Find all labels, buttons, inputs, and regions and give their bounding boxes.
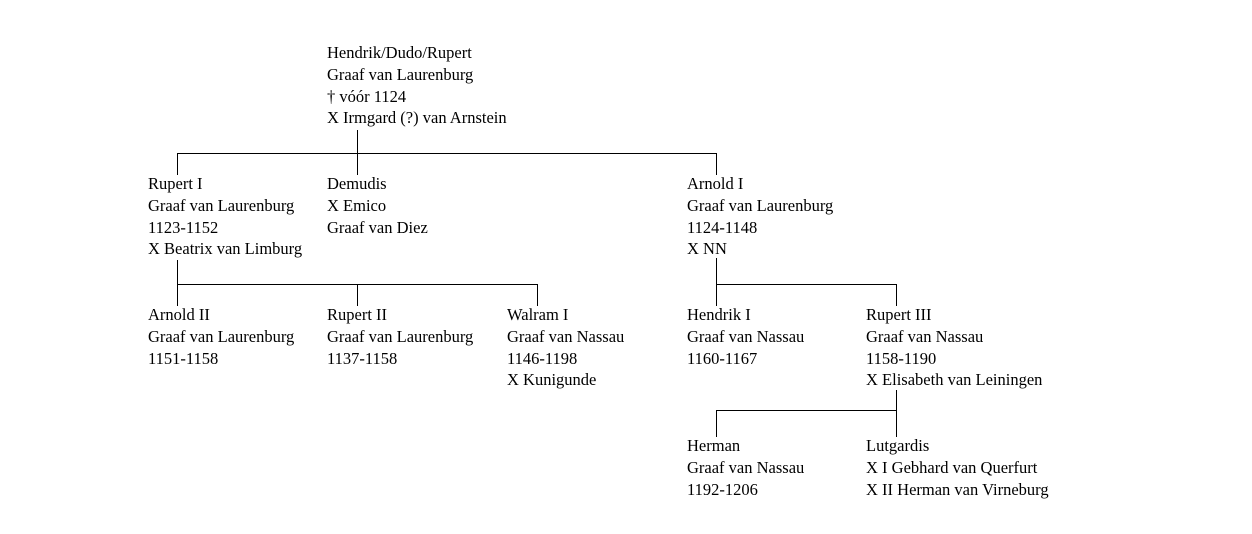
person-hendrik-i: Hendrik I Graaf van Nassau 1160-1167 — [687, 304, 804, 369]
death: † vóór 1124 — [327, 86, 407, 106]
title: Graaf van Laurenburg — [148, 326, 295, 346]
title: Graaf van Laurenburg — [148, 195, 295, 215]
person-rupert-ii: Rupert II Graaf van Laurenburg 1137-1158 — [327, 304, 473, 369]
title: Graaf van Laurenburg — [327, 64, 474, 84]
dates: 1146-1198 — [507, 348, 578, 368]
person-root: Hendrik/Dudo/Rupert Graaf van Laurenburg… — [327, 42, 507, 129]
dates: 1123-1152 — [148, 217, 219, 237]
spouse: X Kunigunde — [507, 370, 597, 390]
title: Graaf van Nassau — [687, 457, 805, 477]
person-lutgardis: Lutgardis X I Gebhard van Querfurt X II … — [866, 435, 1049, 500]
person-arnold-ii: Arnold II Graaf van Laurenburg 1151-1158 — [148, 304, 294, 369]
dates: 1151-1158 — [148, 348, 219, 368]
name: Rupert III — [866, 305, 932, 324]
person-arnold-i: Arnold I Graaf van Laurenburg 1124-1148 … — [687, 173, 833, 260]
dates: 1124-1148 — [687, 217, 758, 237]
name: Lutgardis — [866, 436, 930, 455]
name: Walram I — [507, 305, 569, 324]
spouse: X NN — [687, 239, 727, 259]
spouse-2: X II Herman van Virneburg — [866, 479, 1049, 499]
title: Graaf van Nassau — [687, 326, 805, 346]
dates: 1192-1206 — [687, 479, 758, 499]
name: Hendrik I — [687, 305, 751, 324]
person-demudis: Demudis X Emico Graaf van Diez — [327, 173, 428, 238]
name: Herman — [687, 436, 741, 455]
name: Arnold I — [687, 174, 744, 193]
dates: 1158-1190 — [866, 348, 937, 368]
person-rupert-iii: Rupert III Graaf van Nassau 1158-1190 X … — [866, 304, 1042, 391]
person-herman: Herman Graaf van Nassau 1192-1206 — [687, 435, 804, 500]
title: Graaf van Laurenburg — [327, 326, 474, 346]
person-rupert-i: Rupert I Graaf van Laurenburg 1123-1152 … — [148, 173, 302, 260]
spouse: X Emico — [327, 195, 387, 215]
spouse: X Elisabeth van Leiningen — [866, 370, 1043, 390]
name: Rupert II — [327, 305, 388, 324]
title: Graaf van Laurenburg — [687, 195, 834, 215]
name: Demudis — [327, 174, 387, 193]
name: Rupert I — [148, 174, 203, 193]
spouse-title: Graaf van Diez — [327, 217, 428, 237]
spouse-1: X I Gebhard van Querfurt — [866, 457, 1038, 477]
title: Graaf van Nassau — [507, 326, 625, 346]
name: Arnold II — [148, 305, 210, 324]
dates: 1137-1158 — [327, 348, 398, 368]
title: Graaf van Nassau — [866, 326, 984, 346]
spouse: X Beatrix van Limburg — [148, 239, 303, 259]
dates: 1160-1167 — [687, 348, 758, 368]
spouse: X Irmgard (?) van Arnstein — [327, 108, 507, 128]
person-walram-i: Walram I Graaf van Nassau 1146-1198 X Ku… — [507, 304, 624, 391]
name: Hendrik/Dudo/Rupert — [327, 43, 472, 62]
